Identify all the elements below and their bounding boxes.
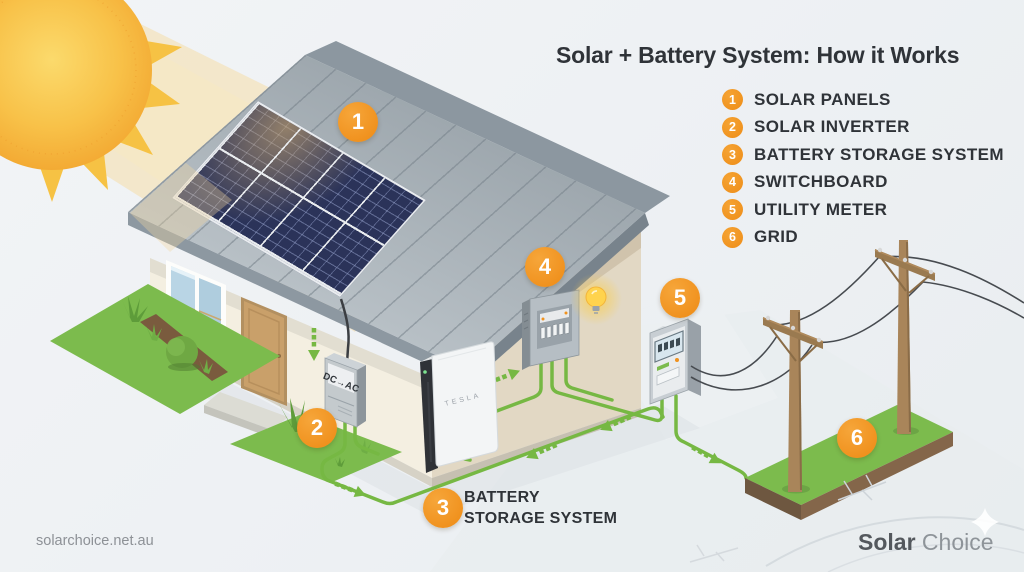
wire-switchboard-meter bbox=[550, 359, 664, 423]
wire-inverter-bus bbox=[320, 405, 665, 506]
marker-solar-inverter: 2 bbox=[297, 408, 337, 448]
utility-meter-box bbox=[649, 318, 701, 405]
sunbeam-roof-tint bbox=[130, 163, 232, 252]
legend-item-label: SOLAR INVERTER bbox=[754, 117, 910, 137]
brand-logo-light: Choice bbox=[921, 529, 994, 555]
legend-number-badge: 6 bbox=[722, 226, 743, 248]
legend-item-label: SOLAR PANELS bbox=[754, 89, 891, 109]
legend-item-grid: 6 GRID bbox=[722, 224, 1004, 252]
grass-patch bbox=[50, 284, 280, 414]
bulb-icon bbox=[570, 273, 622, 325]
battery-callout-line1: BATTERY bbox=[464, 489, 540, 506]
eave-fascia bbox=[128, 212, 468, 383]
power-pole-right bbox=[874, 240, 936, 434]
brand-logo-bold: Solar bbox=[858, 529, 916, 555]
grass-patch bbox=[230, 414, 402, 483]
marker-solar-panels: 1 bbox=[338, 102, 378, 142]
roof-far-slope bbox=[305, 41, 670, 213]
dc-cable bbox=[339, 298, 350, 364]
agave-plant bbox=[122, 296, 148, 322]
wire-switchboard-battery bbox=[468, 362, 543, 423]
legend-item-solar-inverter: 2 SOLAR INVERTER bbox=[722, 114, 1004, 142]
page-title: Solar + Battery System: How it Works bbox=[556, 42, 960, 68]
twig bbox=[689, 544, 739, 563]
power-lines bbox=[690, 255, 1024, 391]
legend-item-label: BATTERY STORAGE SYSTEM bbox=[754, 144, 1004, 164]
inverter-box bbox=[324, 353, 366, 428]
brand-logo: Solar Choice bbox=[858, 529, 994, 556]
switchboard-box bbox=[522, 289, 580, 370]
battery-storage-callout: BATTERY STORAGE SYSTEM bbox=[464, 487, 617, 529]
website-watermark: solarchoice.net.au bbox=[36, 533, 154, 549]
wire-switchboard-c bbox=[564, 356, 614, 402]
garden-left bbox=[50, 284, 280, 414]
twig bbox=[837, 474, 887, 501]
legend-number-badge: 5 bbox=[722, 199, 743, 221]
door-step bbox=[204, 392, 288, 430]
wire-meter-grid bbox=[674, 394, 748, 480]
marker-utility-meter: 5 bbox=[660, 278, 700, 318]
legend-number-badge: 1 bbox=[722, 89, 743, 111]
legend-number-badge: 2 bbox=[722, 116, 743, 138]
power-pole-left bbox=[762, 310, 824, 492]
legend-item-solar-panels: 1 SOLAR PANELS bbox=[722, 86, 1004, 114]
legend-number-badge: 4 bbox=[722, 171, 743, 193]
battery-unit bbox=[420, 341, 499, 473]
wiring bbox=[320, 356, 748, 506]
legend-item-switchboard: 4 SWITCHBOARD bbox=[722, 169, 1004, 197]
house-shadow bbox=[120, 336, 700, 516]
battery-led bbox=[423, 370, 427, 374]
meter-slot bbox=[656, 366, 680, 386]
legend-item-label: SWITCHBOARD bbox=[754, 172, 888, 192]
marker-grid: 6 bbox=[837, 418, 877, 458]
marker-battery-storage: 3 bbox=[423, 488, 463, 528]
wire-inverter-stub bbox=[353, 405, 380, 456]
sparkle-icon bbox=[971, 508, 999, 536]
marker-switchboard: 4 bbox=[525, 247, 565, 287]
legend: 1 SOLAR PANELS 2 SOLAR INVERTER 3 BATTER… bbox=[722, 86, 1004, 251]
battery-callout-line2: STORAGE SYSTEM bbox=[464, 510, 618, 527]
legend-item-battery-storage: 3 BATTERY STORAGE SYSTEM bbox=[722, 141, 1004, 169]
legend-item-label: GRID bbox=[754, 227, 799, 247]
legend-item-label: UTILITY METER bbox=[754, 199, 888, 219]
legend-number-badge: 3 bbox=[722, 144, 743, 166]
meter-lcd bbox=[654, 330, 684, 363]
legend-item-utility-meter: 5 UTILITY METER bbox=[722, 196, 1004, 224]
